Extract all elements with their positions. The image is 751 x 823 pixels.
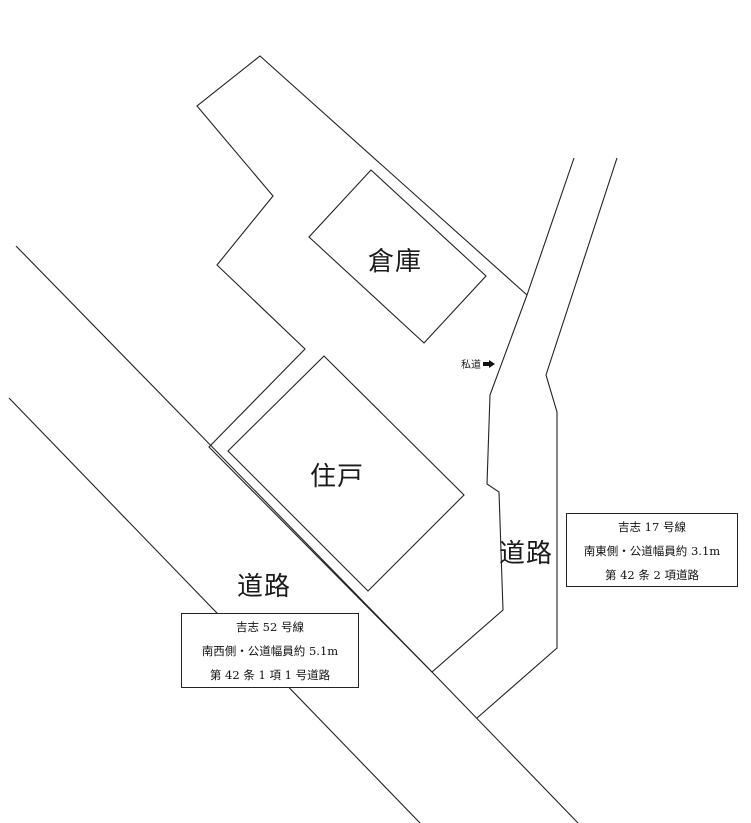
southwest-road-edge-upper xyxy=(15,245,433,673)
southwest-road-label: 道路 xyxy=(237,572,292,602)
southwest-road-width: 南西側・公道幅員約 5.1m xyxy=(201,644,339,658)
private-road-label: 私道 xyxy=(461,356,495,371)
warehouse-building xyxy=(308,169,487,344)
private-road-text: 私道 xyxy=(461,360,481,371)
right-arrow-icon xyxy=(483,360,495,371)
southeast-road-right-edge xyxy=(476,157,618,719)
private-road-left-edge xyxy=(526,157,575,296)
house-building xyxy=(227,355,465,592)
southeast-road-info-box: 吉志 17 号線 南東側・公道幅員約 3.1m 第 42 条 2 項道路 xyxy=(566,513,738,587)
southwest-road-classification: 第 42 条 1 項 1 号道路 xyxy=(209,668,331,682)
southwest-road-edge-continuation xyxy=(431,671,579,823)
southeast-road-label: 道路 xyxy=(499,539,554,569)
southwest-road-info-box: 吉志 52 号線 南西側・公道幅員約 5.1m 第 42 条 1 項 1 号道路 xyxy=(181,613,359,688)
southwest-road-name: 吉志 52 号線 xyxy=(236,620,304,634)
warehouse-label: 倉庫 xyxy=(368,247,423,277)
southwest-road-edge-lower xyxy=(8,397,421,823)
house-label: 住戸 xyxy=(310,462,365,492)
southeast-road-name: 吉志 17 号線 xyxy=(618,520,686,534)
southeast-road-classification: 第 42 条 2 項道路 xyxy=(604,568,700,582)
southeast-road-width: 南東側・公道幅員約 3.1m xyxy=(583,544,721,558)
